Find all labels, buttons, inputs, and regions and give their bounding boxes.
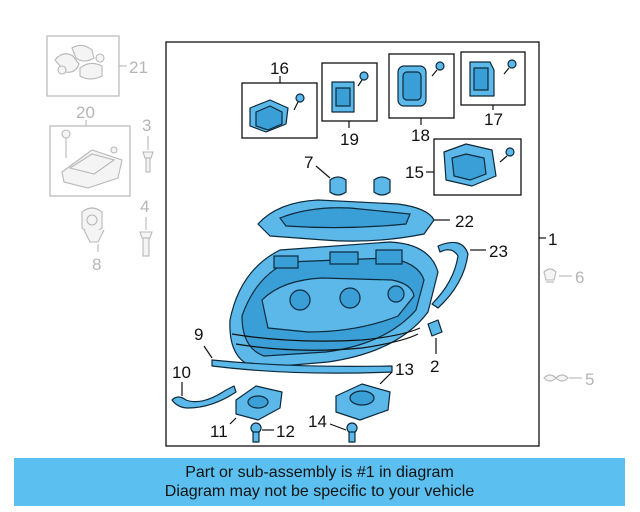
part-15-box <box>433 138 522 196</box>
part-16-illustration <box>249 93 305 133</box>
callout-14: 14 <box>308 412 327 431</box>
part-5-illustration <box>543 374 569 382</box>
callout-22: 22 <box>455 212 474 231</box>
part-19-illustration <box>331 71 369 113</box>
callout-13: 13 <box>395 360 414 379</box>
caption-line-1: Part or sub-assembly is #1 in diagram <box>185 464 454 481</box>
callout-15: 15 <box>405 163 424 182</box>
callout-7: 7 <box>304 153 313 172</box>
callout-17: 17 <box>484 110 503 129</box>
headlamp-assembly-illustration <box>229 241 439 369</box>
callout-6: 6 <box>575 268 584 287</box>
part-11-illustration <box>235 385 283 421</box>
part-16-box <box>241 82 318 139</box>
part-3-illustration <box>142 151 154 173</box>
caption-banner: Part or sub-assembly is #1 in diagram Di… <box>14 458 625 506</box>
caption-line-2: Diagram may not be specific to your vehi… <box>164 483 475 500</box>
part-8-illustration <box>81 207 105 243</box>
part-14-illustration <box>346 422 358 443</box>
callout-10: 10 <box>172 363 191 382</box>
part-13-illustration <box>335 383 391 421</box>
part-21-illustration <box>54 44 105 80</box>
part-6-illustration <box>543 268 557 283</box>
part-20-box <box>49 125 131 197</box>
part-20-illustration <box>61 129 123 189</box>
callout-21: 21 <box>129 58 148 77</box>
callout-11: 11 <box>210 422 228 441</box>
part-12-illustration <box>250 422 262 443</box>
callout-3: 3 <box>142 116 151 135</box>
callout-9: 9 <box>194 325 203 344</box>
part-15-illustration <box>443 143 515 187</box>
part-7-illustration <box>329 176 391 196</box>
callout-20: 20 <box>76 103 95 122</box>
callout-2: 2 <box>430 357 439 376</box>
callout-12: 12 <box>276 422 295 441</box>
part-18-illustration <box>397 61 445 107</box>
callout-16: 16 <box>270 59 289 78</box>
callout-19: 19 <box>340 130 359 149</box>
part-22-illustration <box>257 199 435 242</box>
part-4-illustration <box>139 231 153 257</box>
part-23-illustration <box>431 241 469 309</box>
part-10-illustration <box>171 385 237 409</box>
callout-18: 18 <box>411 126 430 145</box>
callout-5: 5 <box>585 370 594 389</box>
assembly-frame <box>165 41 540 447</box>
part-2-illustration <box>427 319 443 337</box>
callout-23: 23 <box>489 242 508 261</box>
callout-1: 1 <box>548 230 557 249</box>
callout-4: 4 <box>140 197 149 216</box>
part-17-illustration <box>469 59 517 97</box>
callout-8: 8 <box>92 255 101 274</box>
